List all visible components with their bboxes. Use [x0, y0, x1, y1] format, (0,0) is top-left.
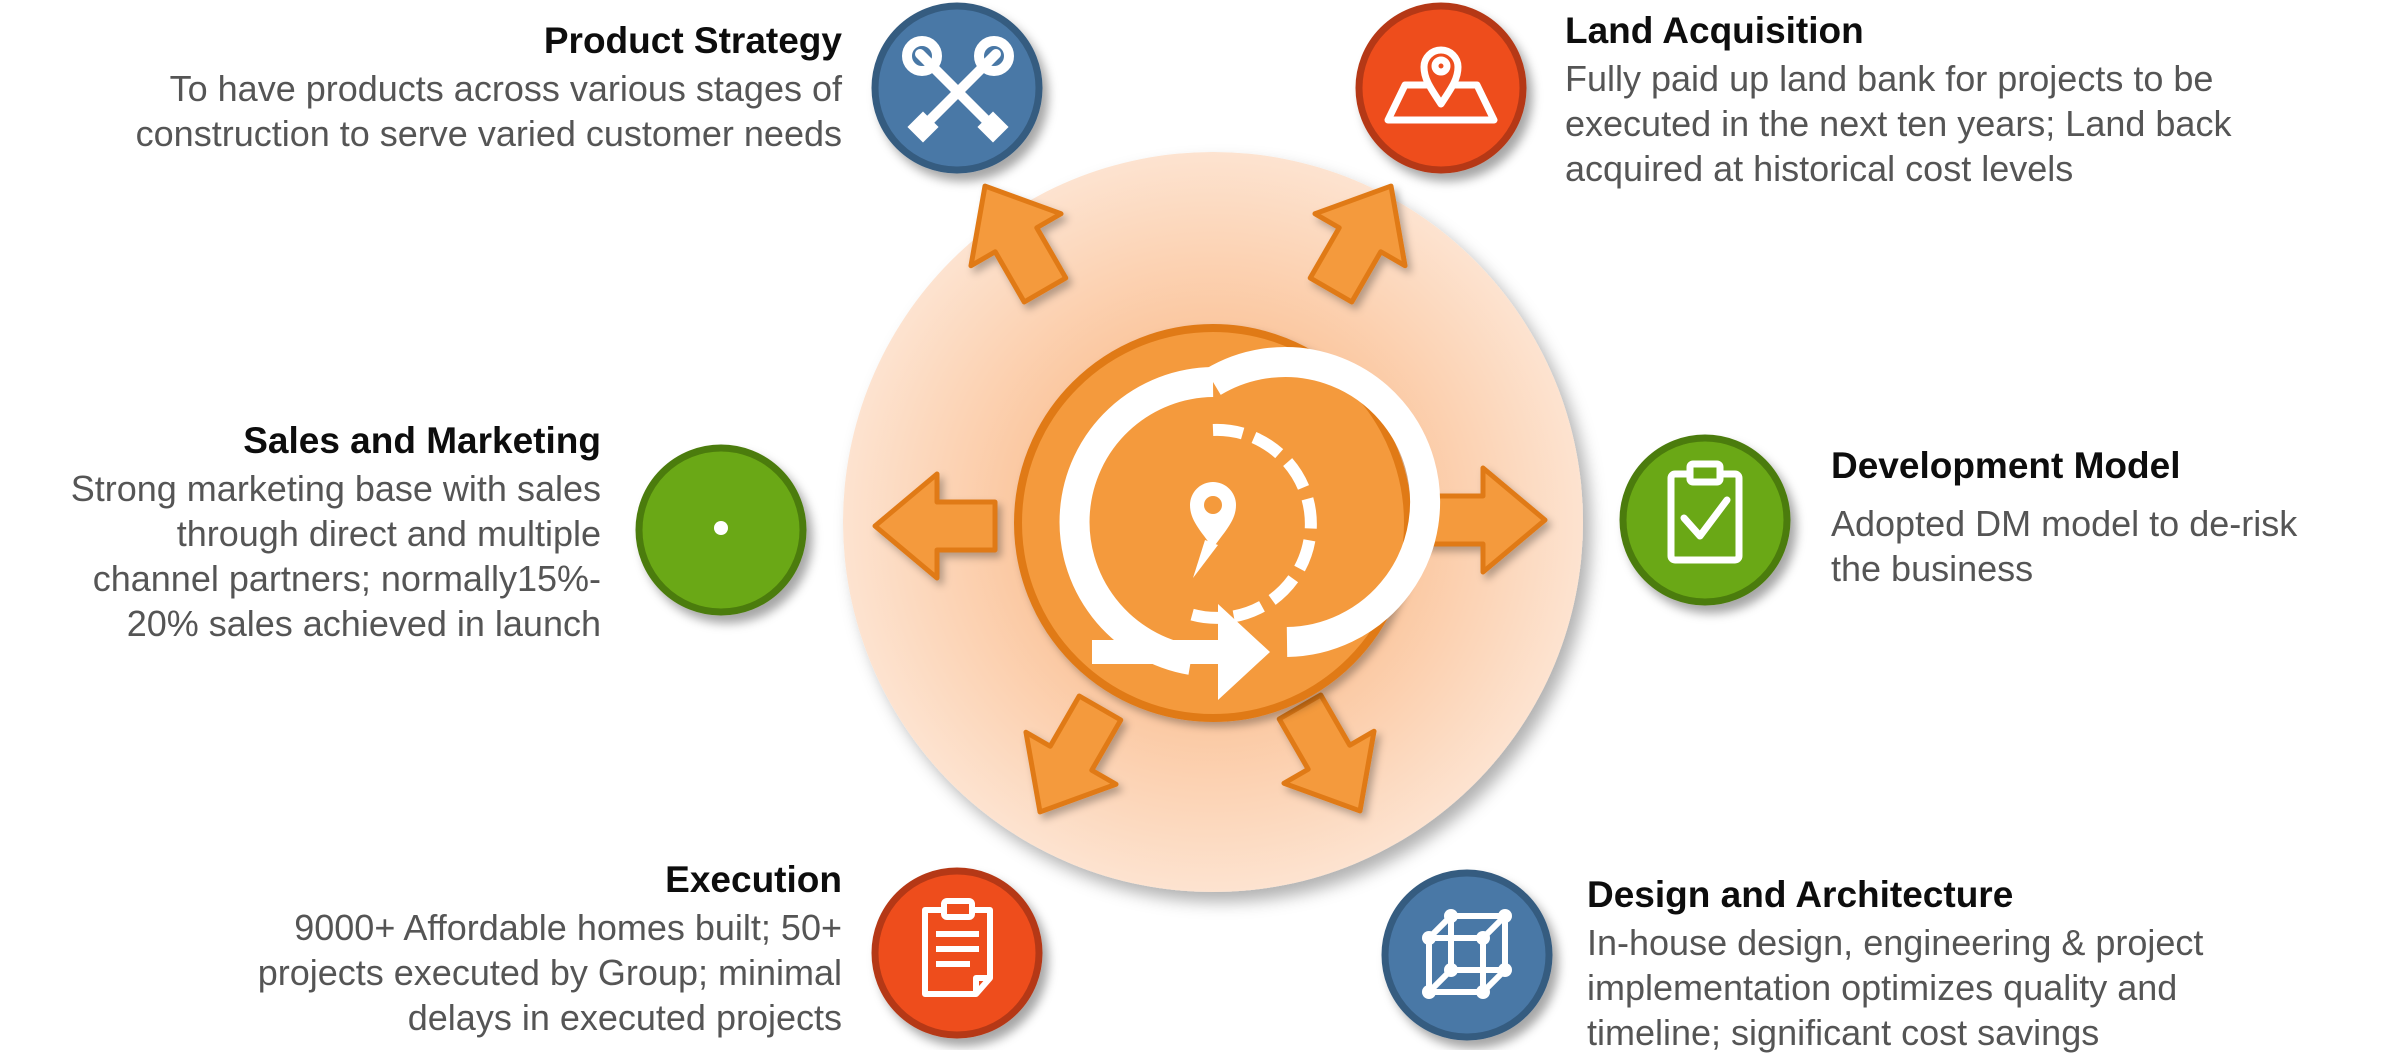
design-architecture-badge	[1381, 869, 1553, 1041]
development-model-title: Development Model	[1831, 445, 2181, 486]
desc-line: delays in executed projects	[407, 997, 842, 1038]
design-architecture-desc: In-house design, engineering & project i…	[1587, 920, 2203, 1055]
design-architecture-block: Design and Architecture In-house design,…	[1587, 872, 2203, 1055]
sales-marketing-title: Sales and Marketing	[243, 420, 601, 461]
development-model-block: Development Model Adopted DM model to de…	[1831, 443, 2297, 591]
desc-line: projects executed by Group; minimal	[257, 952, 842, 993]
desc-line: acquired at historical cost levels	[1565, 148, 2074, 189]
center-hub	[1014, 324, 1441, 722]
desc-line: In-house design, engineering & project	[1587, 922, 2204, 963]
execution-badge	[871, 867, 1043, 1039]
arrow-down-right	[1276, 692, 1377, 814]
clockwise-arrow-icon	[1059, 347, 1441, 700]
arrow-left	[872, 471, 998, 581]
desc-line: construction to serve varied customer ne…	[135, 113, 842, 154]
desc-line: 9000+ Affordable homes built; 50+	[294, 907, 842, 948]
location-pin-icon	[1190, 482, 1236, 578]
arrow-down-left	[1023, 693, 1124, 815]
clipboard-check-icon	[1667, 460, 1743, 564]
document-icon	[922, 898, 993, 997]
product-strategy-block: Product Strategy To have products across…	[136, 18, 842, 156]
product-strategy-desc: To have products across various stages o…	[136, 66, 842, 156]
arrow-right	[1422, 465, 1548, 575]
arrow-up-left	[968, 183, 1069, 305]
desc-line: To have products across various stages o…	[169, 68, 842, 109]
desc-line: 20% sales achieved in launch	[126, 603, 601, 644]
desc-line: through direct and multiple	[176, 513, 601, 554]
sales-marketing-block: Sales and Marketing Strong marketing bas…	[71, 418, 601, 646]
desc-line: the business	[1831, 548, 2034, 589]
execution-desc: 9000+ Affordable homes built; 50+ projec…	[258, 905, 842, 1040]
product-strategy-title: Product Strategy	[543, 20, 842, 61]
sales-marketing-desc: Strong marketing base with sales through…	[71, 466, 601, 646]
execution-title: Execution	[665, 859, 842, 900]
design-architecture-title: Design and Architecture	[1587, 874, 2014, 915]
development-model-badge	[1619, 434, 1791, 606]
desc-line: executed in the next ten years; Land bac…	[1565, 103, 2232, 144]
arrows-group	[872, 183, 1548, 815]
land-acquisition-desc: Fully paid up land bank for projects to …	[1565, 56, 2231, 191]
cube-icon	[1422, 909, 1512, 999]
land-acquisition-title: Land Acquisition	[1565, 10, 1864, 51]
desc-line: Fully paid up land bank for projects to …	[1565, 58, 2214, 99]
desc-line: Adopted DM model to de-risk	[1831, 503, 2298, 544]
desc-line: implementation optimizes quality and	[1587, 967, 2178, 1008]
desc-line: timeline; significant cost savings	[1587, 1012, 2100, 1053]
desc-line: channel partners; normally15%-	[92, 558, 601, 599]
dot-icon	[714, 521, 728, 535]
land-acquisition-block: Land Acquisition Fully paid up land bank…	[1565, 8, 2231, 191]
development-model-desc: Adopted DM model to de-risk the business	[1831, 501, 2297, 591]
arrow-up-right	[1307, 183, 1408, 305]
desc-line: Strong marketing base with sales	[70, 468, 601, 509]
map-pin-icon	[1384, 46, 1498, 124]
execution-block: Execution 9000+ Affordable homes built; …	[258, 857, 842, 1040]
